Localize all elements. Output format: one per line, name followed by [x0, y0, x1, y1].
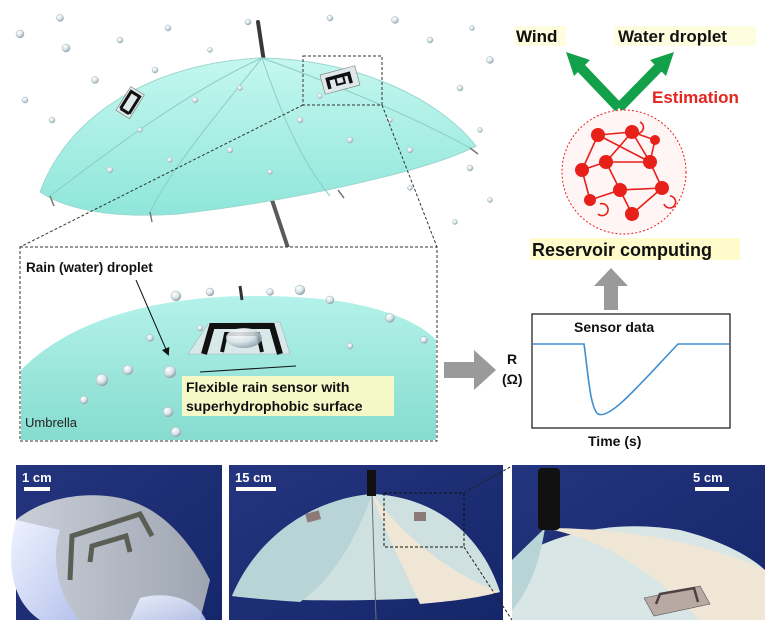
scale-bar-photo2: 15 cm	[235, 470, 272, 485]
umbrella-sensor-left	[115, 86, 145, 120]
rightward-gray-arrow	[444, 350, 496, 390]
falling-droplets	[15, 14, 494, 225]
resistance-signal-line	[533, 343, 729, 416]
scale-bar-photo1: 1 cm	[22, 470, 52, 485]
umbrella-label: Umbrella	[25, 415, 78, 430]
sensor-data-panel: Sensor data R (Ω) Time (s)	[502, 313, 731, 449]
rain-sensor-device	[187, 321, 291, 355]
zoom-region-box	[302, 55, 383, 106]
estimation-label: Estimation	[652, 88, 739, 107]
reservoir-diagram: Wind Wind Water droplet Estimation	[514, 26, 756, 310]
sensor-closeup-inset: Rain (water) droplet Flexible rain senso…	[19, 246, 438, 442]
upward-gray-arrow	[594, 268, 628, 310]
sensor-label-line2: superhydrophobic surface	[186, 398, 363, 414]
water-droplet-label: Water droplet	[618, 27, 727, 46]
reservoir-computing-label: Reservoir computing	[532, 240, 712, 260]
scale-bar-photo3: 5 cm	[693, 470, 723, 485]
y-axis-unit: (Ω)	[502, 371, 523, 387]
photo-closeup: 5 cm	[512, 465, 765, 620]
umbrella-canopy	[39, 57, 477, 216]
reservoir-network	[561, 109, 687, 235]
wind-label-overlay: Wind	[516, 27, 557, 46]
rain-droplet-label: Rain (water) droplet	[26, 260, 153, 275]
x-axis-label: Time (s)	[588, 433, 641, 449]
photo-umbrella: 15 cm	[229, 465, 513, 621]
sensor-label-line1: Flexible rain sensor with	[186, 379, 349, 395]
sensor-data-title: Sensor data	[574, 319, 654, 335]
photo-flexible-sensor: 1 cm	[11, 465, 222, 620]
umbrella-sensor-right	[319, 65, 361, 95]
umbrella-illustration	[15, 14, 494, 250]
y-axis-symbol: R	[507, 351, 517, 367]
output-arrows	[566, 52, 674, 112]
